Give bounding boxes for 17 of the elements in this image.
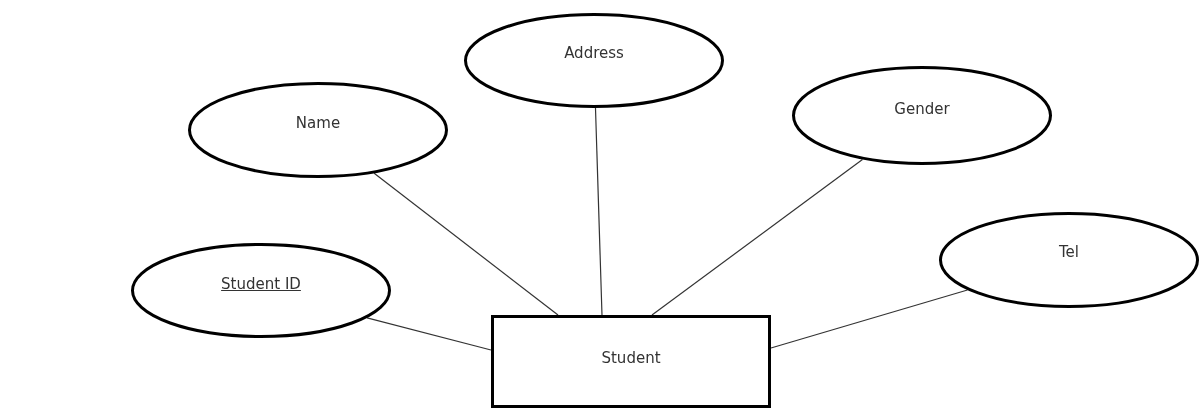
attribute-ellipse [188,82,448,178]
entity-box [491,315,771,408]
attribute-ellipse [464,13,724,108]
attribute-ellipse [131,243,391,338]
node-label: Tel [1059,243,1079,261]
node-label: Address [564,43,624,62]
attribute-ellipse [792,66,1052,165]
node-label: Gender [894,99,950,118]
connector-line [373,172,559,316]
connector-line [770,289,969,349]
connector-line [594,107,603,316]
connector-line [366,317,492,351]
connector-line [651,158,864,316]
node-label: Name [295,114,341,132]
node-label: Student ID [221,274,301,293]
node-label: Student [601,348,661,367]
attribute-ellipse [939,212,1199,308]
